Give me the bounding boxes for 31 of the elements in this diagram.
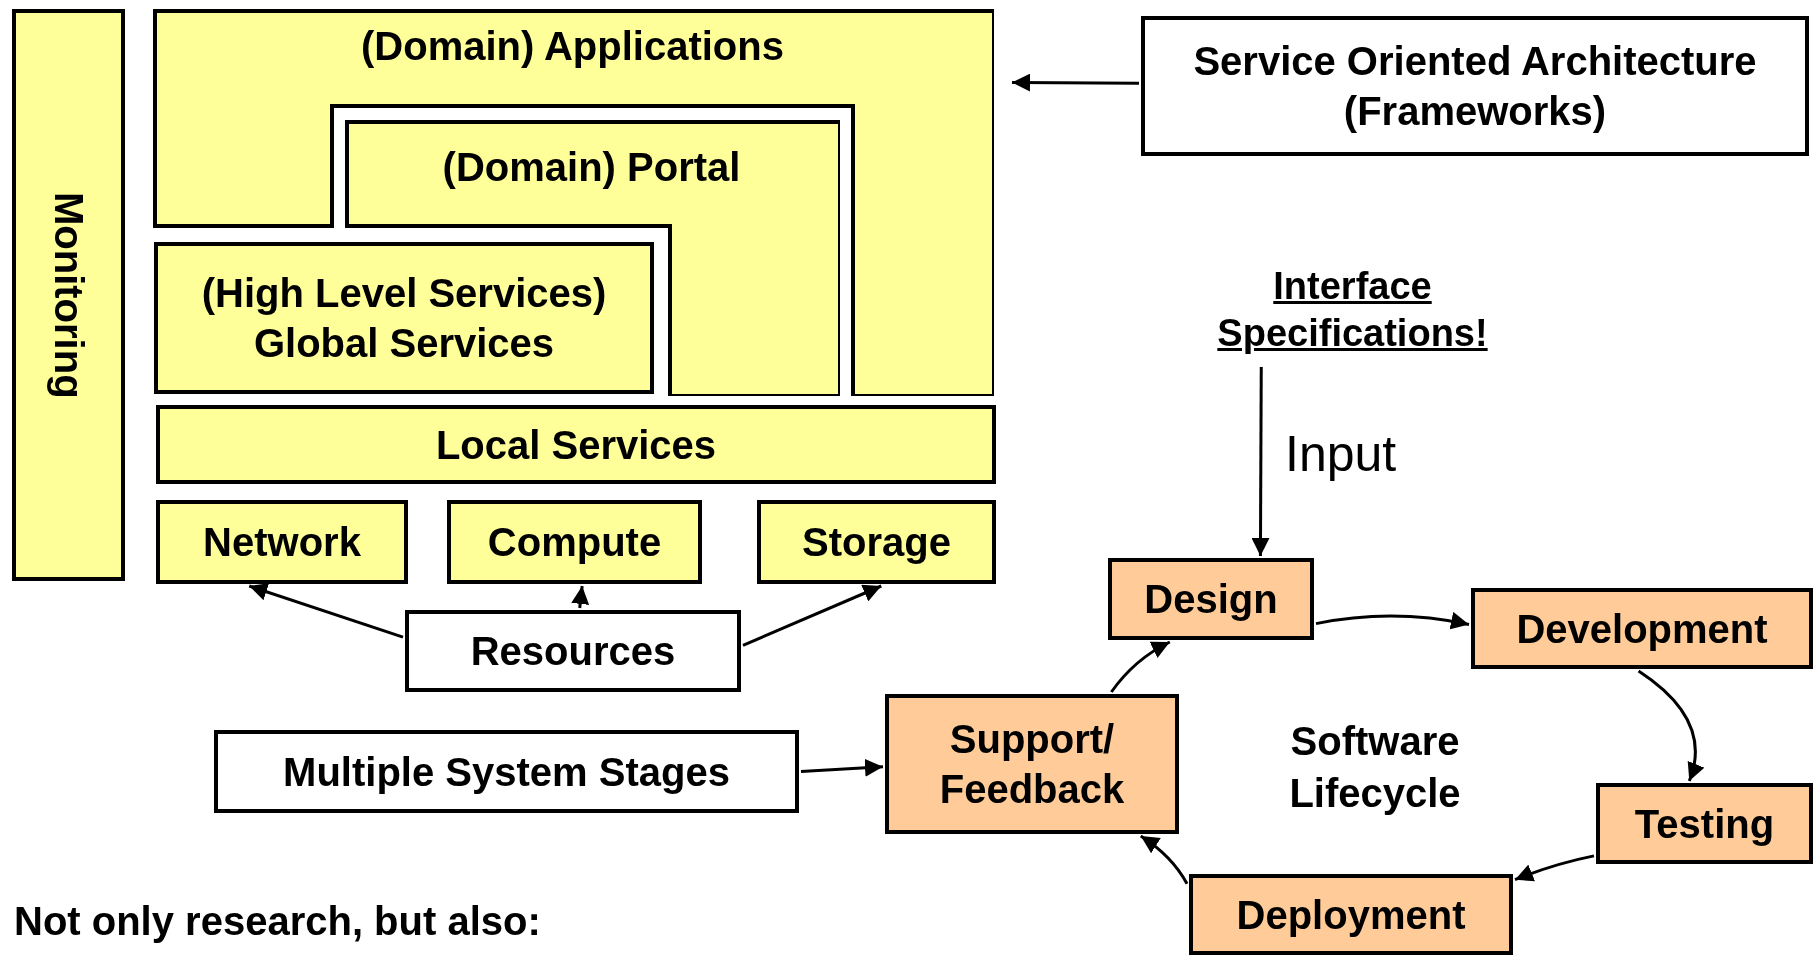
layer-title: (Domain) Applications: [360, 23, 785, 70]
layer-box: Local Services: [156, 405, 996, 484]
stage-box: Testing: [1596, 783, 1813, 864]
arrow: [571, 585, 590, 609]
edge-label: Input: [1285, 425, 1397, 483]
arrow: [1251, 367, 1270, 556]
text-box: Multiple System Stages: [214, 730, 799, 813]
stage-box: Support/ Feedback: [885, 694, 1179, 834]
arrow: [1637, 669, 1704, 782]
heading-text: Interface Specifications!: [1170, 255, 1535, 365]
arrow: [1514, 854, 1595, 882]
arrow: [248, 583, 404, 639]
resource-box: Storage: [757, 500, 996, 584]
text-box: Service Oriented Architecture (Frameworks): [1141, 16, 1809, 156]
cycle-title: Software Lifecycle: [1288, 718, 1462, 817]
arrow: [1110, 640, 1171, 693]
stage-box: Design: [1108, 558, 1314, 640]
arrow: [1315, 612, 1470, 630]
layer-title: (Domain) Portal: [441, 144, 742, 191]
arrow: [742, 584, 882, 647]
arrow: [800, 758, 884, 777]
stage-box: Deployment: [1189, 874, 1513, 955]
footer-note: Not only research, but also:: [14, 898, 542, 945]
text-box: Resources: [405, 610, 741, 692]
stage-box: Development: [1471, 588, 1813, 669]
resource-box: Compute: [447, 500, 702, 584]
layer-box: (High Level Services) Global Services: [154, 242, 654, 394]
resource-box: Network: [156, 500, 408, 584]
side-bar: Monitoring: [12, 9, 125, 581]
arrow: [1012, 73, 1139, 92]
arrow: [1139, 834, 1189, 885]
